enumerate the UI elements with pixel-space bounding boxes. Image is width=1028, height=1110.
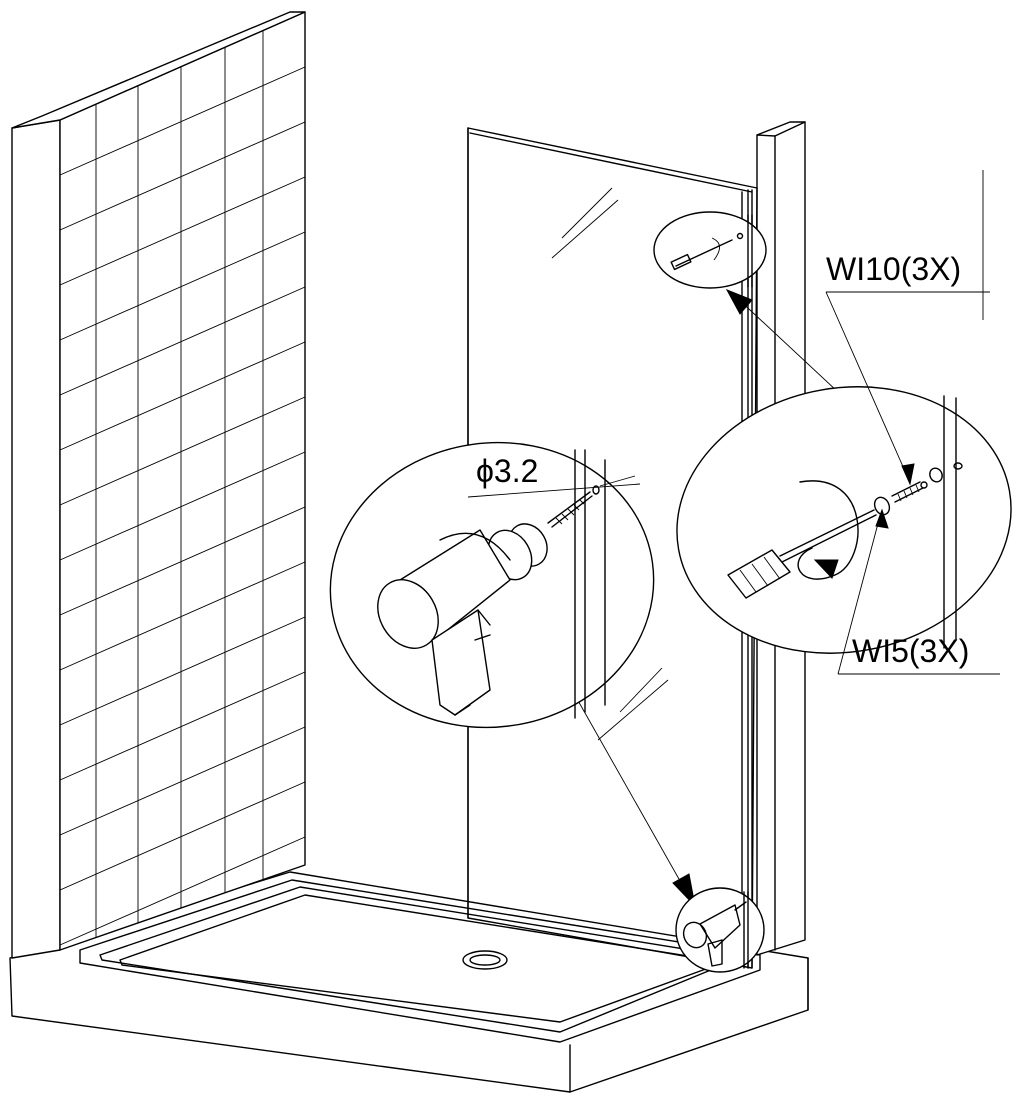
bottom-drill-detail [675, 887, 765, 973]
drill-detail: ϕ3.2 [329, 441, 655, 729]
tile-row-line [59, 286, 306, 396]
top-fixing-detail [653, 211, 767, 289]
screw-part-label: WI10(3X) [826, 251, 961, 287]
leader-lines [571, 289, 839, 908]
tile-row-line [59, 616, 306, 726]
screwdriver-detail [676, 386, 1012, 654]
tile-row-line [59, 726, 306, 836]
anchor-part-label: WI5(3X) [852, 633, 969, 669]
tile-row-line [59, 66, 306, 176]
tile-row-line [59, 451, 306, 561]
tile-row-line [59, 231, 306, 341]
tile-row-line [59, 341, 306, 451]
drill-diameter-label: ϕ3.2 [476, 453, 538, 489]
arrow-to-drill-point [672, 873, 696, 908]
tiled-wall [11, 11, 306, 959]
callouts: WI10(3X) WI5(3X) [825, 170, 1000, 675]
tile-row-line [59, 781, 306, 891]
tile-row-line [59, 121, 306, 231]
tile-row-line [59, 561, 306, 671]
tile-row-line [59, 396, 306, 506]
tile-row-line [59, 836, 306, 946]
tile-row-line [59, 506, 306, 616]
tile-row-line [59, 176, 306, 286]
tile-row-line [59, 671, 306, 781]
drain-hole [462, 950, 508, 970]
shower-tray [9, 871, 809, 1093]
arrow-to-top-fixing [725, 289, 753, 315]
